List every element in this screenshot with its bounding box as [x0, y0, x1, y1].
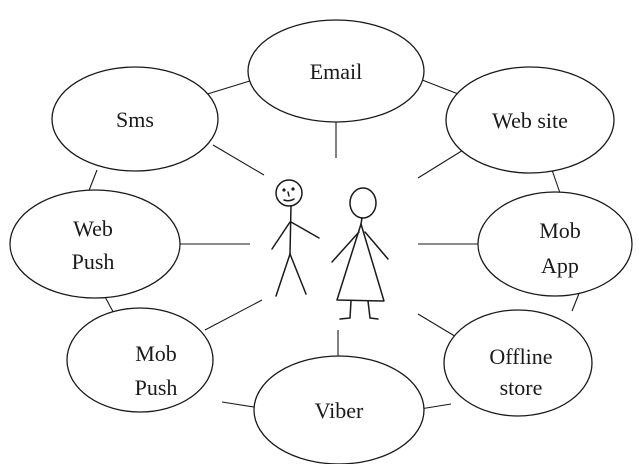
node-offline-store-label-line1: Offline [489, 344, 552, 369]
woman-neck [360, 217, 363, 225]
woman-arm-left [331, 231, 360, 263]
node-mob-push-label-line1: Mob [135, 341, 177, 366]
node-sms: Sms [51, 66, 219, 172]
node-offline-store-ellipse [443, 309, 593, 417]
node-mob-app: Mob App [477, 191, 633, 297]
spoke-connectors [180, 122, 480, 356]
man-arm-left [271, 221, 291, 250]
node-web-site-ellipse [445, 66, 615, 174]
node-mob-push-label-line2: Push [135, 375, 178, 400]
node-email-ellipse [247, 19, 425, 123]
spoke-sms [212, 144, 265, 176]
connector-website-mobapp [551, 169, 561, 194]
man-leg-left [275, 253, 291, 297]
man-figure [271, 179, 320, 297]
node-web-push-label-line1: Web [73, 216, 113, 241]
people-illustration [271, 179, 389, 320]
man-leg-right [289, 253, 307, 295]
node-mob-app-ellipse [477, 191, 633, 297]
node-web-push-label-line2: Push [72, 249, 115, 274]
node-web-site: Web site [445, 66, 615, 174]
node-email: Email [247, 19, 425, 123]
node-sms-label: Sms [116, 107, 154, 132]
man-head [275, 179, 303, 207]
spoke-offline [417, 313, 459, 339]
man-mouth [283, 198, 295, 202]
node-viber: Viber [253, 355, 425, 464]
connector-webpush-sms [87, 169, 98, 194]
man-eye-left [282, 188, 286, 192]
woman-figure [331, 187, 389, 320]
woman-arm-right [364, 231, 389, 260]
node-mob-app-label-line1: Mob [539, 218, 581, 243]
node-web-push: Web Push [9, 189, 181, 299]
node-mob-app-label-line2: App [541, 253, 579, 278]
connector-sms-email [200, 79, 254, 97]
node-mob-push-ellipse [66, 307, 214, 413]
man-arm-right [290, 221, 320, 239]
node-web-push-ellipse [9, 189, 181, 299]
spoke-mobpush [204, 299, 263, 331]
node-offline-store-label-line2: store [500, 375, 543, 400]
woman-dress [336, 223, 385, 302]
node-mob-push: Mob Push [66, 307, 214, 413]
spoke-website [417, 146, 469, 179]
node-viber-ellipse [253, 355, 425, 464]
node-viber-label: Viber [315, 398, 364, 423]
woman-leg-right [367, 300, 379, 320]
node-email-label: Email [310, 59, 363, 84]
node-web-site-label: Web site [492, 108, 568, 133]
node-sms-ellipse [51, 66, 219, 172]
woman-head [349, 187, 377, 219]
node-offline-store: Offline store [443, 309, 593, 417]
man-body [289, 205, 292, 255]
woman-leg-left [339, 300, 352, 320]
man-nose [287, 191, 290, 197]
man-eye-right [291, 187, 295, 191]
